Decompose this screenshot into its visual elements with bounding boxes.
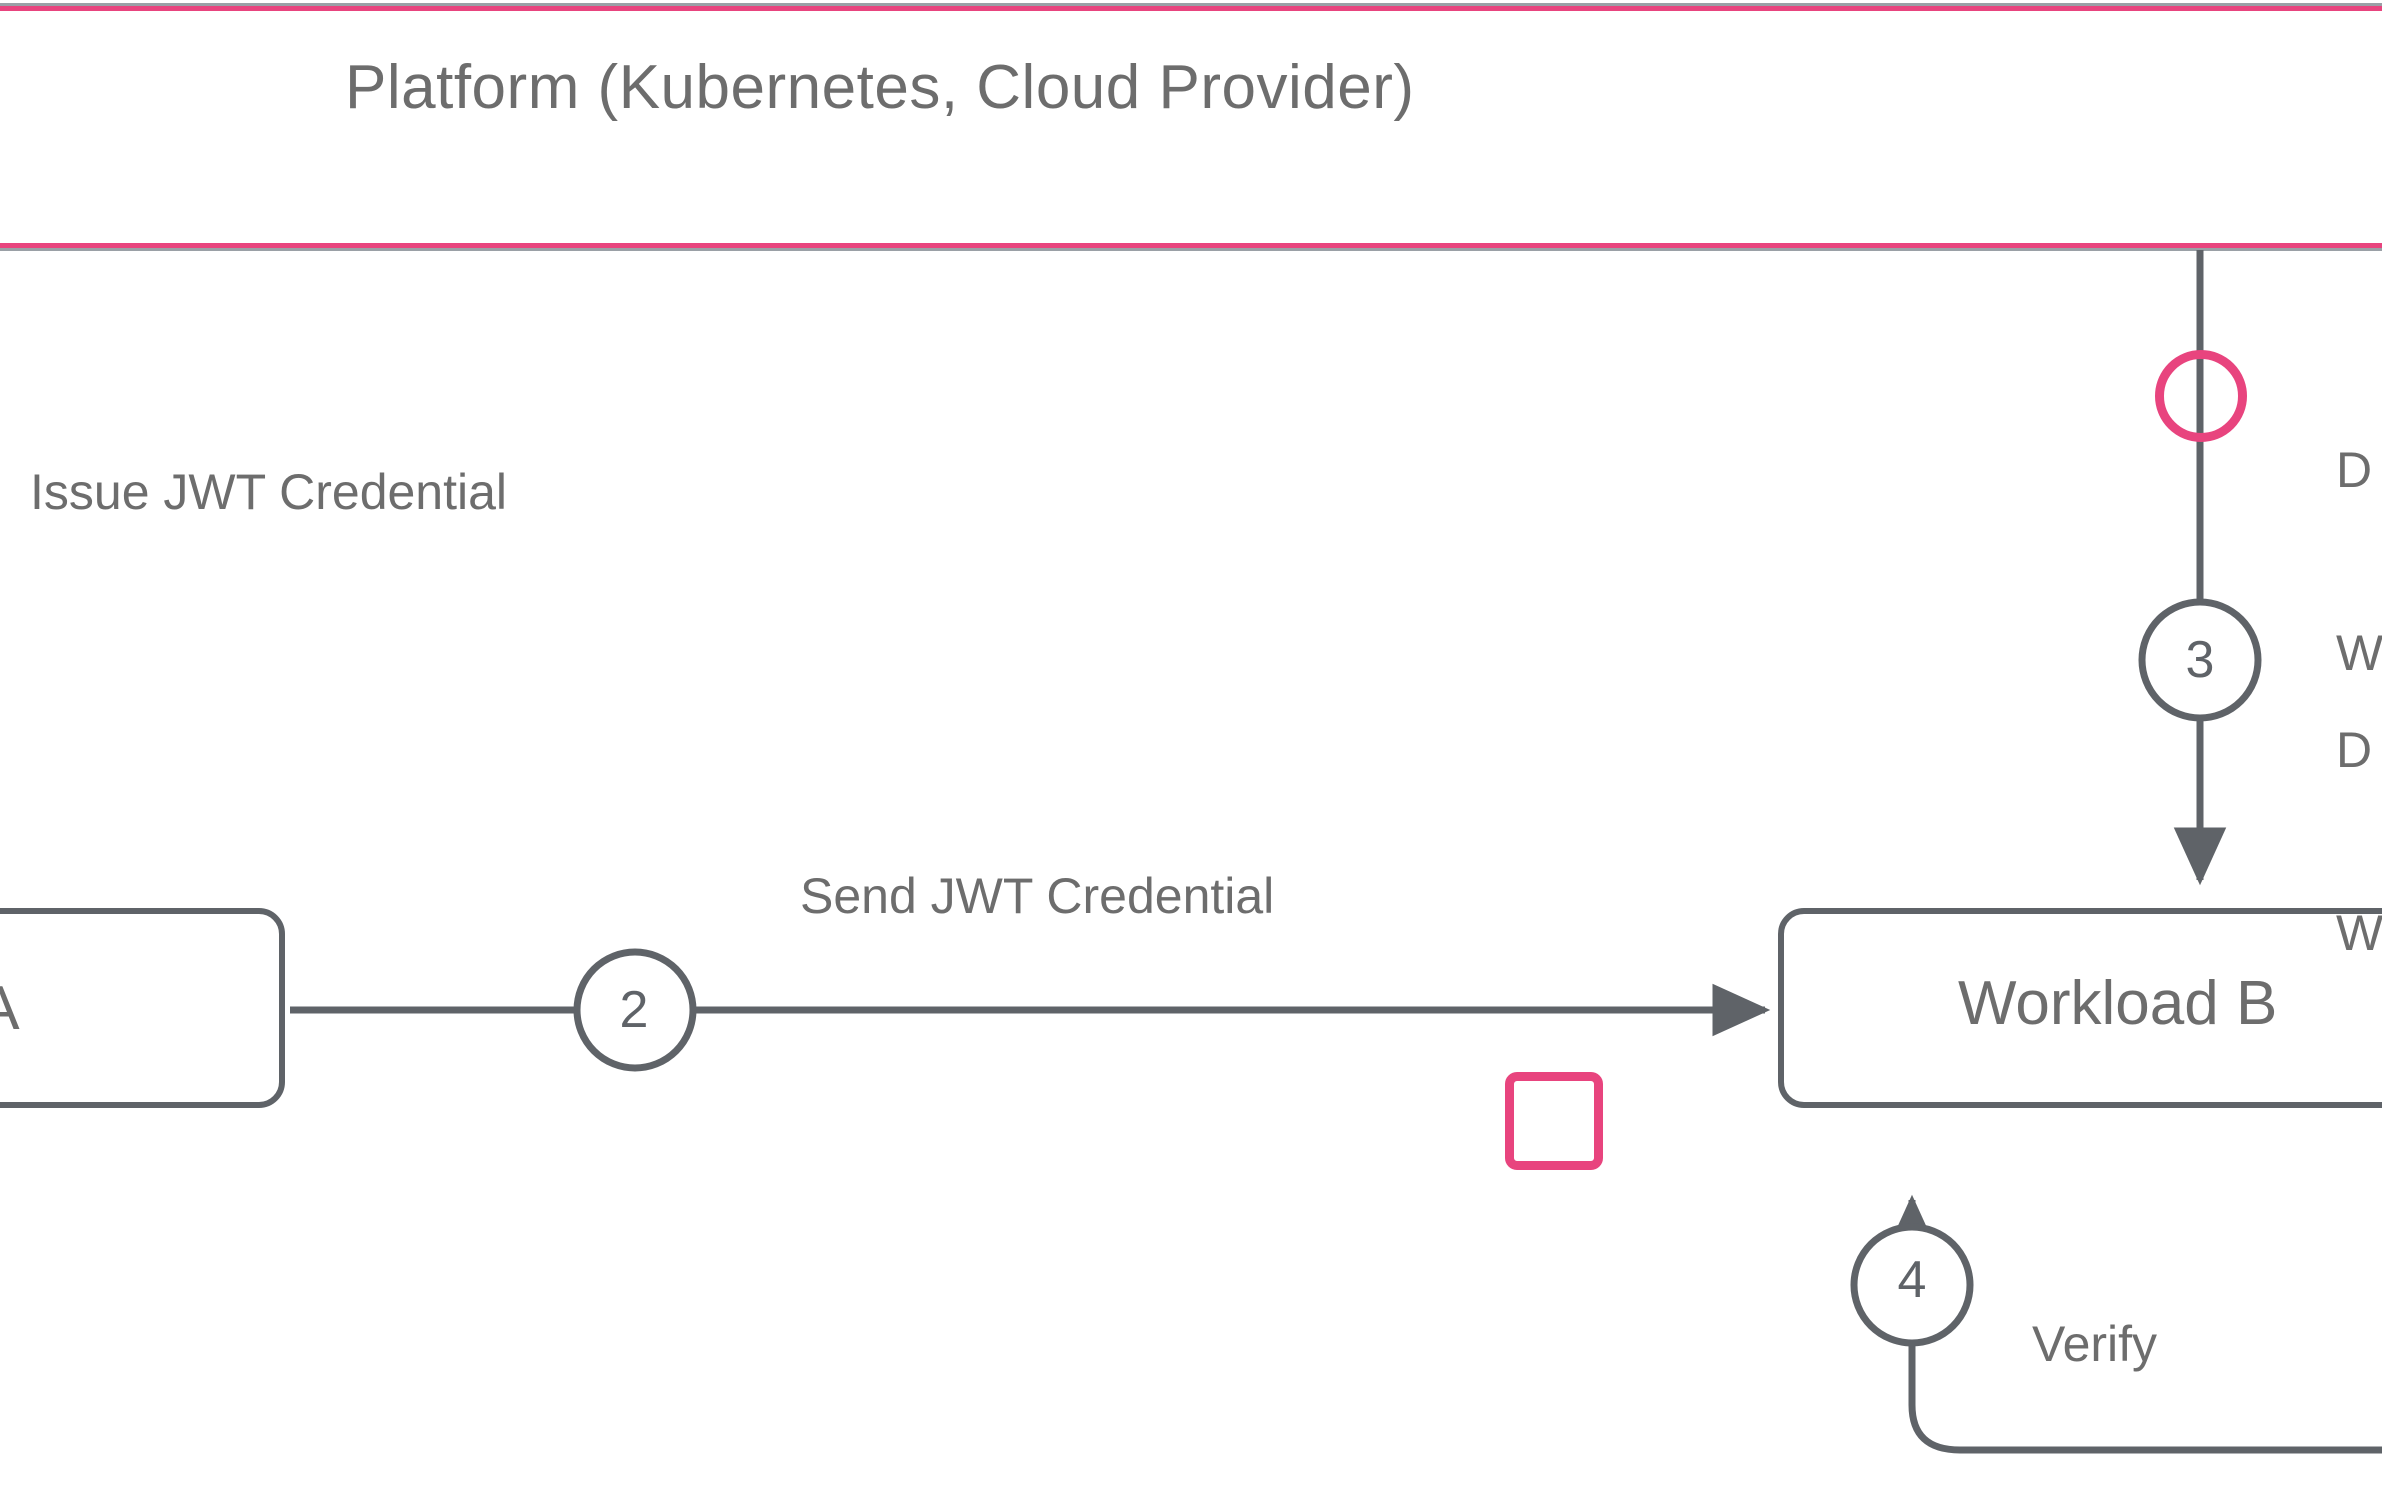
workload-b-label: Workload B	[1958, 969, 2278, 1038]
verify-credential-line-1: Verify	[2032, 1316, 2158, 1372]
step-4-number: 4	[1897, 1251, 1927, 1309]
step-2-number: 2	[619, 981, 649, 1039]
discover-workload-bottom-line-2: W	[2336, 905, 2382, 961]
verify-credential-label: Verify Credential	[2032, 1192, 2260, 1489]
step-3-number: 3	[2185, 631, 2215, 689]
discover-workload-top-line-1: D	[2336, 442, 2373, 498]
discover-workload-top-line-2: W	[2336, 625, 2382, 681]
discover-workload-label-bottom: D W	[2336, 598, 2382, 1086]
arrow-verify-credential	[1885, 1194, 2382, 1454]
step-3-circle	[2138, 598, 2262, 722]
pink-square-highlight	[1505, 1072, 1603, 1170]
discover-workload-label-top: D W	[2336, 318, 2382, 806]
discover-workload-bottom-line-1: D	[2336, 722, 2373, 778]
platform-band	[0, 3, 2382, 251]
step-2-circle	[573, 948, 697, 1072]
pink-circle-highlight	[2155, 350, 2247, 442]
workload-b-box[interactable]	[1778, 908, 2382, 1108]
workload-a-box[interactable]	[0, 908, 285, 1108]
platform-title: Platform (Kubernetes, Cloud Provider)	[345, 53, 1415, 122]
issue-jwt-credential-label: Issue JWT Credential	[30, 464, 508, 520]
workload-a-label: d A	[0, 973, 20, 1044]
step-4-circle	[1850, 1223, 1974, 1347]
send-jwt-credential-label: Send JWT Credential	[800, 868, 1275, 924]
